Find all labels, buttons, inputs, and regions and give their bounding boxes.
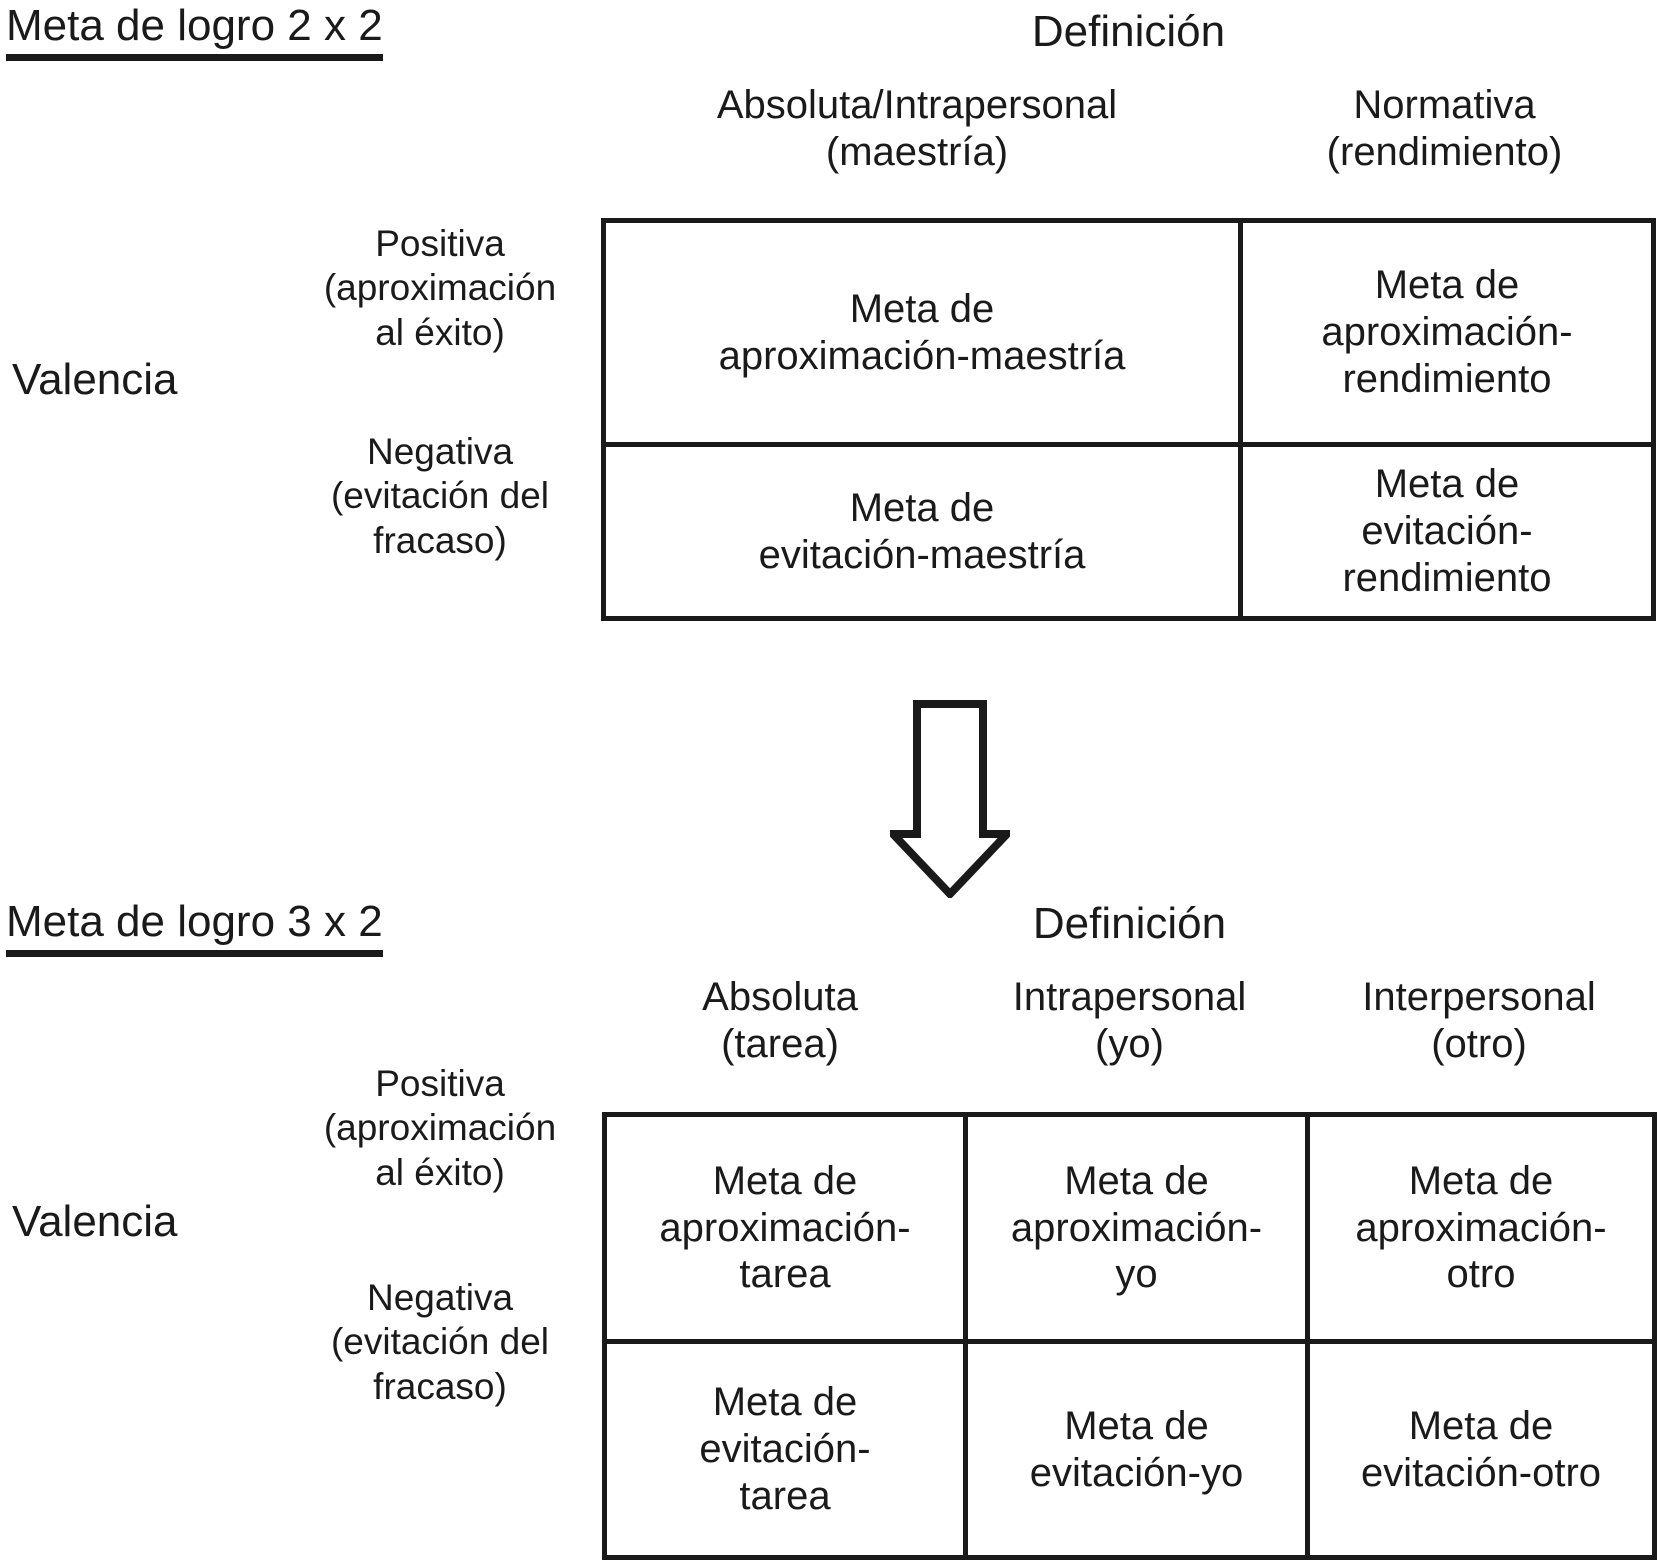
row-label-line-2: (aproximación xyxy=(323,1107,557,1149)
table-3x2: Meta de aproximación- tarea Meta de apro… xyxy=(602,1112,1657,1560)
cell-line-1: Meta de xyxy=(1064,1403,1209,1448)
cell-line-3: rendimiento xyxy=(1342,356,1552,401)
row-label-positiva-2x2: Positiva (aproximación al éxito) xyxy=(290,222,590,355)
column-header-intrapersonal: Intrapersonal (yo) xyxy=(958,974,1301,1068)
row-label-line-3: fracaso) xyxy=(373,519,507,561)
column-header-normativa: Normativa (rendimiento) xyxy=(1233,82,1656,176)
cell-aproximacion-yo: Meta de aproximación- yo xyxy=(963,1117,1305,1339)
column-header-line-1: Absoluta/Intrapersonal xyxy=(716,83,1118,127)
cell-line-3: tarea xyxy=(739,1252,831,1297)
cell-line-3: tarea xyxy=(739,1473,831,1518)
section-title-2x2-wrapper: Meta de logro 2 x 2 xyxy=(6,4,383,61)
down-arrow-icon xyxy=(890,700,1010,898)
valence-axis-label-2x2: Valencia xyxy=(12,355,178,404)
column-header-line-2: (yo) xyxy=(1095,1021,1164,1066)
column-header-line-2: (rendimiento) xyxy=(1326,129,1563,174)
row-label-negativa-3x2: Negativa (evitación del fracaso) xyxy=(290,1276,590,1409)
cell-line-1: Meta de xyxy=(1064,1158,1209,1203)
cell-line-2: aproximación-maestría xyxy=(718,333,1126,378)
cell-evitacion-yo: Meta de evitación-yo xyxy=(963,1339,1305,1555)
column-header-line-1: Intrapersonal xyxy=(1012,975,1247,1019)
row-label-line-1: Positiva xyxy=(375,223,505,264)
cell-evitacion-rendimiento: Meta de evitación- rendimiento xyxy=(1238,442,1651,616)
cell-aproximacion-tarea: Meta de aproximación- tarea xyxy=(607,1117,963,1339)
section-title-3x2: Meta de logro 3 x 2 xyxy=(6,900,383,957)
row-label-line-1: Negativa xyxy=(366,431,514,472)
cell-line-2: evitación- xyxy=(1361,509,1533,554)
cell-line-2: evitación-yo xyxy=(1029,1450,1244,1495)
column-header-interpersonal: Interpersonal (otro) xyxy=(1301,974,1657,1068)
cell-line-1: Meta de xyxy=(1374,462,1520,507)
cell-evitacion-tarea: Meta de evitación- tarea xyxy=(607,1339,963,1555)
cell-aproximacion-otro: Meta de aproximación- otro xyxy=(1305,1117,1652,1339)
cell-line-2: evitación- xyxy=(699,1427,871,1472)
cell-line-2: evitación-otro xyxy=(1360,1450,1602,1495)
row-label-positiva-3x2: Positiva (aproximación al éxito) xyxy=(290,1062,590,1195)
row-label-line-2: (evitación del xyxy=(330,475,549,517)
column-header-absoluta-intrapersonal: Absoluta/Intrapersonal (maestría) xyxy=(601,82,1233,176)
column-header-line-2: (maestría) xyxy=(825,129,1009,174)
cell-line-1: Meta de xyxy=(849,485,995,530)
cell-line-1: Meta de xyxy=(712,1380,858,1425)
row-label-line-1: Negativa xyxy=(366,1277,514,1318)
cell-line-3: yo xyxy=(1115,1252,1158,1297)
cell-line-1: Meta de xyxy=(1408,1403,1554,1448)
definition-header-2x2: Definición xyxy=(1031,7,1226,56)
row-label-line-2: (evitación del xyxy=(330,1321,549,1363)
valence-axis-label-3x2: Valencia xyxy=(12,1197,178,1246)
cell-line-2: aproximación- xyxy=(1010,1205,1263,1250)
row-label-line-3: fracaso) xyxy=(373,1365,507,1407)
row-label-line-1: Positiva xyxy=(375,1063,505,1104)
column-header-line-1: Normativa xyxy=(1353,83,1536,127)
row-label-line-3: al éxito) xyxy=(375,1151,505,1193)
cell-aproximacion-maestria: Meta de aproximación-maestría xyxy=(606,223,1238,442)
definition-header-3x2: Definición xyxy=(1032,899,1227,948)
section-title-3x2-wrapper: Meta de logro 3 x 2 xyxy=(6,900,383,957)
cell-line-2: aproximación- xyxy=(1321,310,1573,355)
cell-evitacion-maestria: Meta de evitación-maestría xyxy=(606,442,1238,616)
section-title-2x2: Meta de logro 2 x 2 xyxy=(6,4,383,61)
column-header-line-2: (otro) xyxy=(1431,1021,1527,1066)
row-label-negativa-2x2: Negativa (evitación del fracaso) xyxy=(290,430,590,563)
column-header-line-2: (tarea) xyxy=(721,1021,839,1066)
cell-line-1: Meta de xyxy=(1408,1158,1554,1203)
cell-line-1: Meta de xyxy=(849,286,995,331)
cell-line-1: Meta de xyxy=(712,1158,858,1203)
row-label-line-3: al éxito) xyxy=(375,311,505,353)
cell-line-2: aproximación- xyxy=(1355,1205,1607,1250)
cell-line-2: evitación-maestría xyxy=(758,532,1086,577)
column-header-line-1: Interpersonal xyxy=(1362,975,1596,1019)
cell-line-1: Meta de xyxy=(1374,263,1520,308)
cell-aproximacion-rendimiento: Meta de aproximación- rendimiento xyxy=(1238,223,1651,442)
cell-evitacion-otro: Meta de evitación-otro xyxy=(1305,1339,1652,1555)
cell-line-2: aproximación- xyxy=(659,1205,911,1250)
row-label-line-2: (aproximación xyxy=(323,267,557,309)
table-2x2: Meta de aproximación-maestría Meta de ap… xyxy=(601,218,1656,621)
cell-line-3: rendimiento xyxy=(1342,555,1552,600)
column-header-absoluta: Absoluta (tarea) xyxy=(602,974,958,1068)
cell-line-3: otro xyxy=(1446,1252,1516,1297)
column-header-line-1: Absoluta xyxy=(702,975,858,1019)
